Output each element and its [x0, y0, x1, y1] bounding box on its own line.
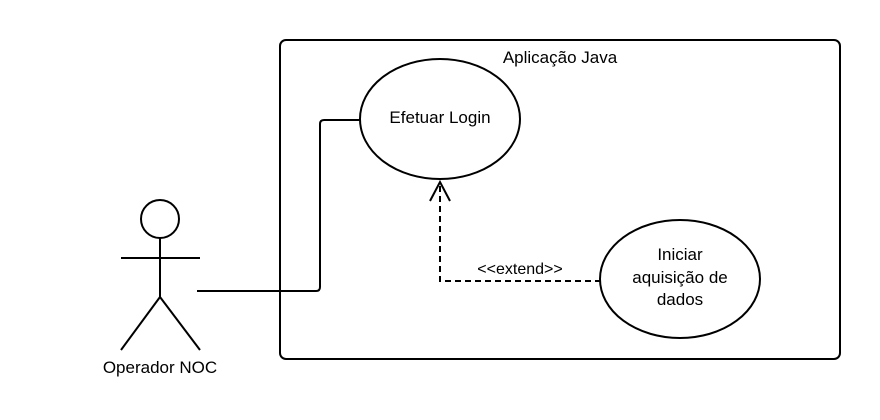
extend-arrowhead	[429, 179, 451, 202]
system-boundary	[279, 39, 841, 360]
extend-label: <<extend>>	[477, 261, 562, 278]
actor-label: Operador NOC	[103, 358, 217, 377]
use-case-iniciar-aquisicao-line-2: aquisição de	[632, 268, 727, 287]
use-case-iniciar-aquisicao	[599, 219, 761, 339]
extend-line	[439, 186, 601, 282]
use-case-iniciar-aquisicao-line-1: Iniciar	[657, 245, 703, 264]
actor-stick-figure-icon	[120, 199, 201, 351]
use-case-efetuar-login	[359, 58, 521, 180]
association-line	[197, 119, 361, 292]
system-boundary-label: Aplicação Java	[503, 48, 618, 67]
use-case-iniciar-aquisicao-line-3: dados	[657, 290, 703, 309]
use-case-efetuar-login-label: Efetuar Login	[389, 108, 490, 127]
